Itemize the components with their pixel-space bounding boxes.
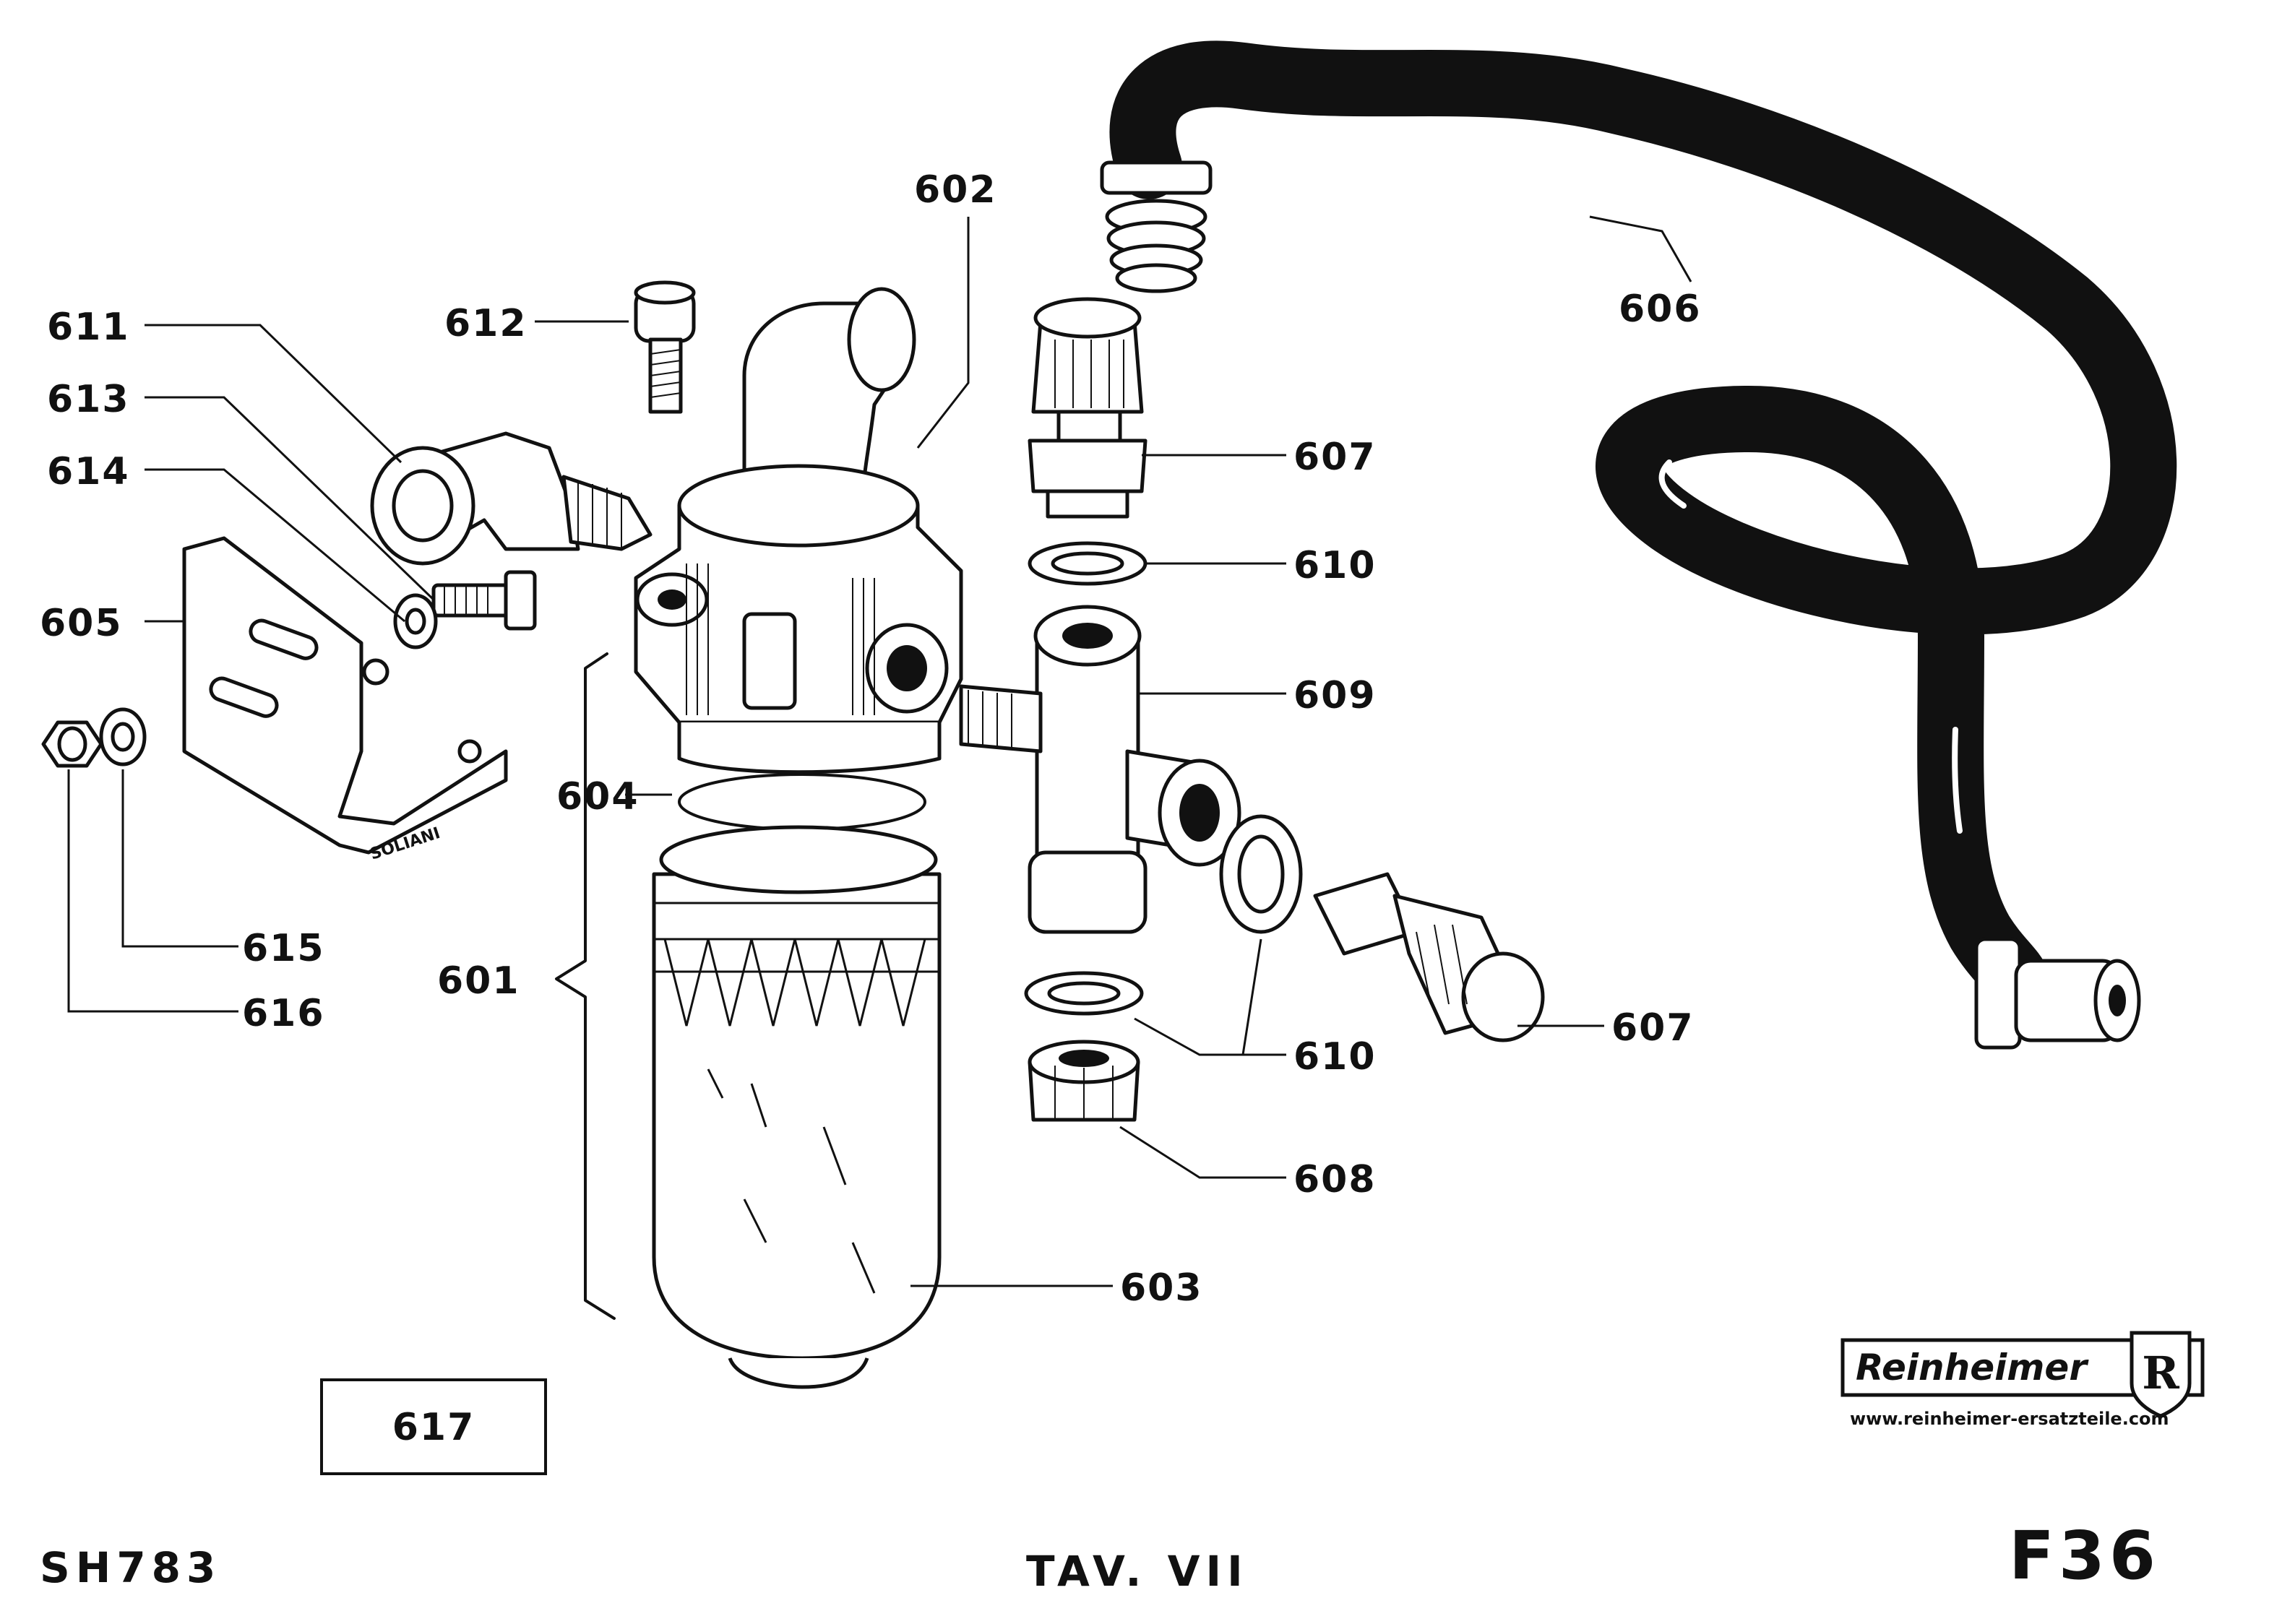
callout-607-lower: 607	[1611, 1006, 1695, 1050]
quick-coupling-607-upper	[1028, 297, 1148, 519]
callout-616: 616	[242, 992, 325, 1035]
callout-610-lower: 610	[1293, 1035, 1377, 1079]
reinheimer-logo: Reinheimer R	[1840, 1331, 2205, 1418]
logo-mark: R	[2142, 1347, 2179, 1399]
callout-617: 617	[392, 1406, 475, 1449]
callout-607-upper: 607	[1293, 436, 1377, 479]
seal-washer-610-upper	[1028, 541, 1148, 586]
callout-606: 606	[1619, 288, 1702, 331]
filter-head	[634, 287, 963, 774]
seal-washer-610-side	[1219, 814, 1303, 934]
shield-icon	[2130, 1331, 2192, 1418]
filter-bowl-603	[652, 825, 942, 1389]
elbow-611	[370, 431, 653, 566]
tee-fitting-609	[959, 605, 1241, 934]
footer-center: TAV. VII	[1026, 1547, 1249, 1596]
hose-606	[1100, 40, 2177, 1050]
mounting-bracket-605: SOLIANI	[182, 536, 508, 864]
logo-url: www.reinheimer-ersatzteile.com	[1850, 1409, 2169, 1429]
quick-coupling-607-lower	[1313, 872, 1545, 1042]
callout-612: 612	[444, 302, 528, 345]
washer-614	[393, 593, 438, 649]
footer-left-code: SH783	[40, 1543, 221, 1592]
callout-609: 609	[1293, 674, 1377, 717]
leader-lines	[67, 215, 1692, 1287]
callout-602: 602	[914, 168, 997, 212]
callout-603: 603	[1120, 1266, 1203, 1310]
part-box-617	[320, 1378, 547, 1475]
washer-615	[99, 707, 147, 766]
callout-608: 608	[1293, 1158, 1377, 1201]
logo-name: Reinheimer	[1856, 1347, 2089, 1388]
nut-616	[41, 720, 103, 768]
callout-615: 615	[242, 927, 325, 970]
footer-right-code: F36	[2009, 1517, 2160, 1594]
callout-605: 605	[40, 602, 123, 645]
reducer-nut-608	[1028, 1040, 1140, 1122]
screw-612	[634, 280, 696, 414]
callout-613: 613	[47, 378, 130, 421]
callout-610-upper: 610	[1293, 544, 1377, 587]
callout-611: 611	[47, 306, 130, 349]
brace-601	[555, 652, 616, 1320]
seal-washer-610-lower	[1024, 971, 1144, 1016]
o-ring-604	[678, 773, 926, 831]
callout-604: 604	[556, 775, 640, 819]
callout-601: 601	[437, 959, 520, 1003]
callout-614: 614	[47, 450, 130, 493]
bolt-613	[431, 570, 537, 631]
